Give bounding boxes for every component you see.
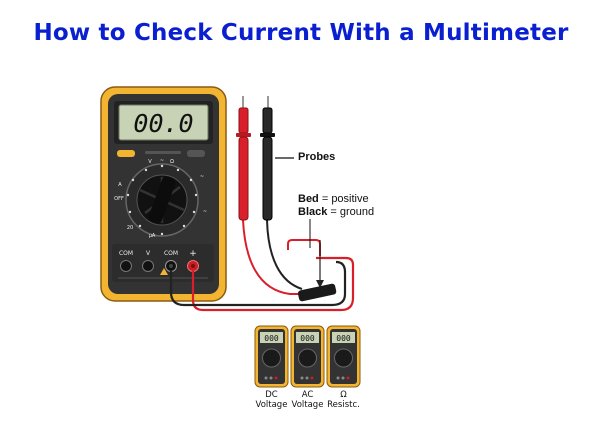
probes-label: Probes [298, 151, 336, 163]
dial-knob [148, 176, 176, 224]
svg-text:COM: COM [164, 250, 178, 257]
red-lead-wire [191, 256, 355, 312]
svg-text:V: V [146, 250, 151, 257]
black-probe-lead [266, 219, 303, 290]
warning-icon [160, 268, 168, 275]
red-positive-label: Bed = positive [298, 193, 369, 205]
range-button [187, 150, 205, 157]
black-lead-wire [169, 260, 347, 307]
svg-text:+: + [189, 249, 197, 259]
page-title: How to Check Current With a Multimeter [33, 20, 569, 46]
hold-button [117, 150, 135, 157]
red-probe-lead [242, 219, 300, 295]
svg-text:~: ~ [160, 158, 164, 164]
lead-connector [297, 283, 337, 302]
svg-text:000: 000 [336, 334, 351, 343]
svg-text:COM: COM [119, 250, 133, 257]
dial-ticks [126, 164, 198, 236]
svg-text:Ω: Ω [170, 159, 174, 165]
black-probe [260, 96, 275, 221]
svg-text:μA: μA [149, 233, 156, 239]
svg-text:000: 000 [300, 334, 315, 343]
lcd-reading: 00.0 [133, 109, 193, 138]
svg-text:A: A [118, 182, 122, 188]
mini-meter-resistance [326, 325, 361, 388]
mini-meter-dc [254, 325, 289, 388]
svg-text:V: V [148, 159, 152, 165]
svg-text:000: 000 [264, 334, 279, 343]
svg-text:20: 20 [127, 225, 133, 231]
svg-text:~: ~ [200, 174, 204, 180]
svg-text:OFF: OFF [114, 196, 124, 202]
mini-meter-ac [290, 325, 325, 388]
red-probe [236, 96, 251, 221]
input-jacks [120, 260, 199, 272]
black-ground-label: Black = ground [298, 206, 375, 218]
svg-text:~: ~ [203, 209, 207, 215]
lcd-display [118, 104, 209, 141]
